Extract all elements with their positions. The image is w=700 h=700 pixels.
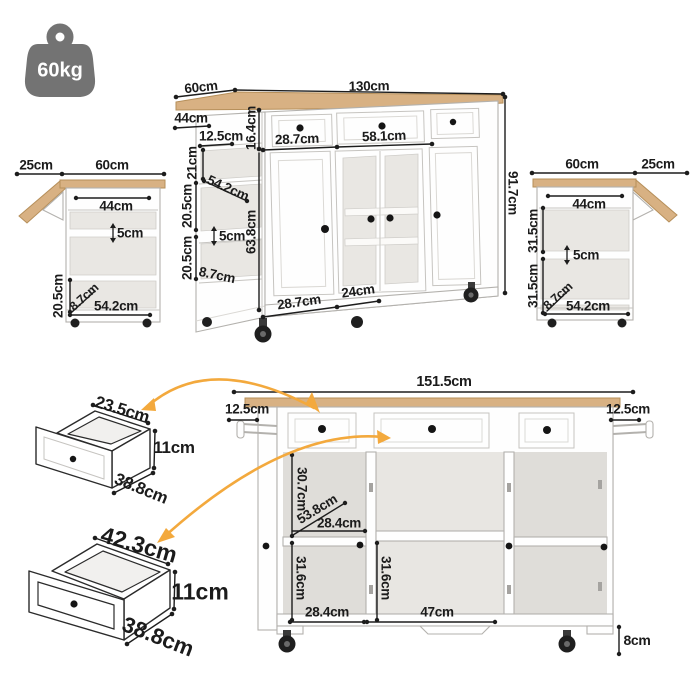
small-drawer-art xyxy=(35,402,158,496)
dim-right-leaf: 25cm xyxy=(641,156,675,172)
dim-open-lower-left-height: 31.6cm xyxy=(293,556,309,600)
dim-front-gap-top: 21cm xyxy=(184,146,200,180)
dim-open-left-leaf: 12.5cm xyxy=(225,401,269,417)
left-view-art xyxy=(14,171,167,328)
dim-right-inner: 44cm xyxy=(572,196,606,212)
dim-front-door-height: 63.8cm xyxy=(243,210,259,254)
dim-open-middle-width: 47cm xyxy=(420,604,454,620)
weight-capacity-label: 60kg xyxy=(37,59,83,82)
dim-right-body: 60cm xyxy=(565,156,599,172)
dim-left-inner: 44cm xyxy=(99,198,133,214)
dim-front-left-drawer: 28.7cm xyxy=(274,130,320,148)
dim-open-wheel-height: 8cm xyxy=(623,632,651,648)
left-leaf-bracket xyxy=(42,190,64,221)
dim-right-upper: 31.5cm xyxy=(525,209,541,253)
kettlebell-icon xyxy=(24,23,96,97)
large-drawer-art xyxy=(28,535,178,647)
dim-right-lower: 31.5cm xyxy=(525,264,541,308)
dim-open-upper-left-width: 28.4cm xyxy=(317,515,361,531)
right-towel-bar xyxy=(612,423,648,435)
shelf-thickness-arrows xyxy=(110,223,570,265)
front-view-dims xyxy=(172,87,508,320)
small-drawer-arrow xyxy=(146,378,316,410)
dim-left-leaf: 25cm xyxy=(19,157,53,173)
front-view-art xyxy=(175,91,504,343)
drawer-link-arrows xyxy=(141,378,391,543)
dim-front-shelf-thickness: 5cm xyxy=(218,228,246,244)
dim-right-shelf: 5cm xyxy=(572,247,600,263)
dim-front-shelf-width: 44cm xyxy=(174,110,208,126)
dim-left-bottom: 54.2cm xyxy=(94,298,138,314)
dim-front-overhang: 12.5cm xyxy=(199,128,243,144)
left-towel-bar xyxy=(242,423,278,435)
right-view-art xyxy=(529,170,690,328)
dim-front-drawer-height: 16.4cm xyxy=(243,106,259,150)
dim-left-shelf: 5cm xyxy=(116,225,144,241)
dim-left-lower: 20.5cm xyxy=(50,274,66,318)
dim-left-body: 60cm xyxy=(95,157,129,173)
dim-open-middle-height: 31.6cm xyxy=(378,556,394,600)
large-drawer-arrow xyxy=(162,435,385,539)
dim-open-right-leaf: 12.5cm xyxy=(606,401,650,417)
dim-front-total-height: 91.7cm xyxy=(505,171,521,215)
dim-right-bottom: 54.2cm xyxy=(566,298,610,314)
dim-large-drawer-height: 11cm xyxy=(171,578,229,605)
dim-open-upper-left-height: 30.7cm xyxy=(294,467,310,511)
open-view-art xyxy=(226,389,654,657)
dim-open-total-width: 151.5cm xyxy=(416,374,472,390)
dim-front-width: 130cm xyxy=(348,78,390,94)
dim-open-lower-left-width: 28.4cm xyxy=(305,604,349,620)
dim-small-drawer-height: 11cm xyxy=(153,438,195,457)
dim-front-gap-bottom: 20.5cm xyxy=(179,236,195,280)
dim-front-center-drawer: 58.1cm xyxy=(361,127,407,145)
dim-front-gap-mid: 20.5cm xyxy=(179,184,195,228)
